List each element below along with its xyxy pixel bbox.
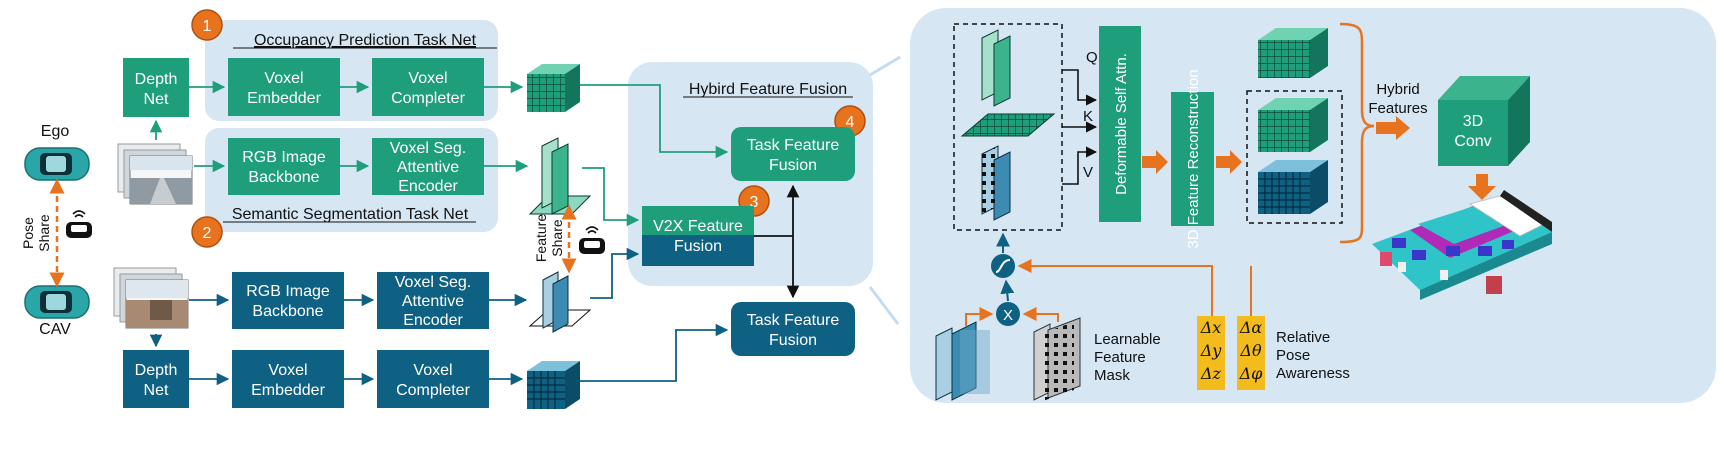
svg-text:3D Feature Reconstruction: 3D Feature Reconstruction — [1185, 69, 1202, 248]
occupancy-output-scene — [1372, 190, 1552, 300]
semantic-panel-title: Semantic Segmentation Task Net — [232, 206, 469, 223]
reconstruction-box: 3D Feature Reconstruction — [1171, 69, 1214, 249]
svg-text:3: 3 — [750, 194, 759, 211]
ego-voxel-grid-icon — [527, 64, 580, 112]
arrow-to-3d-conv — [1376, 116, 1410, 140]
feature-share-label: FeatureShare — [533, 214, 565, 262]
cav-seg-planes-icon — [528, 271, 592, 333]
k-grid-plane-icon — [960, 113, 1056, 137]
cav-recon-voxel-cube-icon — [1258, 160, 1328, 214]
svg-text:X: X — [1003, 307, 1013, 324]
detail-arrows — [965, 232, 1252, 326]
hybrid-brace — [1339, 22, 1375, 244]
ego-recon-voxel-cube-icon — [1258, 98, 1328, 152]
zoom-guides — [868, 55, 901, 325]
multiply-node: X — [996, 302, 1020, 326]
ego-label: Ego — [41, 123, 70, 140]
svg-text:Deformable Self Attn.: Deformable Self Attn. — [1113, 53, 1130, 195]
q-label: Q — [1086, 49, 1098, 66]
v-masked-planes-icon — [981, 145, 1011, 221]
deformable-attn-box: Deformable Self Attn. — [1099, 26, 1141, 222]
occupancy-panel-title: Occupancy Prediction Task Net — [254, 32, 477, 49]
qkv-arrows — [1062, 69, 1098, 185]
v-label: V — [1083, 164, 1093, 181]
arrow-to-occupancy-output — [1468, 174, 1496, 200]
ego-wireless-car-icon — [66, 210, 92, 238]
arrow-to-voxels — [1216, 150, 1242, 174]
cav-voxel-grid-icon — [527, 361, 580, 409]
ego-camera-images — [117, 143, 193, 205]
arrow-to-reconstruction — [1142, 150, 1168, 174]
k-label: K — [1083, 108, 1093, 125]
badge-1: 1 — [191, 9, 223, 41]
cav-label: CAV — [39, 321, 71, 338]
sigmoid-node-icon — [991, 254, 1015, 278]
cav-camera-images — [113, 267, 189, 329]
ego-car-icon — [24, 147, 90, 181]
reconstructed-voxels-group — [1246, 90, 1343, 224]
cav-wireless-car-icon — [579, 226, 605, 254]
hybrid-panel-title: Hybird Feature Fusion — [689, 81, 847, 98]
left-connectors — [149, 80, 800, 386]
top-voxel-cube-icon — [1258, 28, 1328, 78]
svg-text:4: 4 — [846, 114, 855, 131]
learnable-mask-planes-icon — [1033, 317, 1081, 402]
badge-2: 2 — [191, 216, 223, 248]
cav-car-icon — [24, 285, 90, 319]
q-planes-icon — [981, 29, 1011, 107]
ego-seg-planes-icon — [528, 137, 592, 215]
svg-text:1: 1 — [203, 18, 212, 35]
input-feature-planes-icon — [935, 321, 990, 401]
pose-share-label: PoseShare — [20, 214, 52, 252]
svg-text:2: 2 — [203, 225, 212, 242]
